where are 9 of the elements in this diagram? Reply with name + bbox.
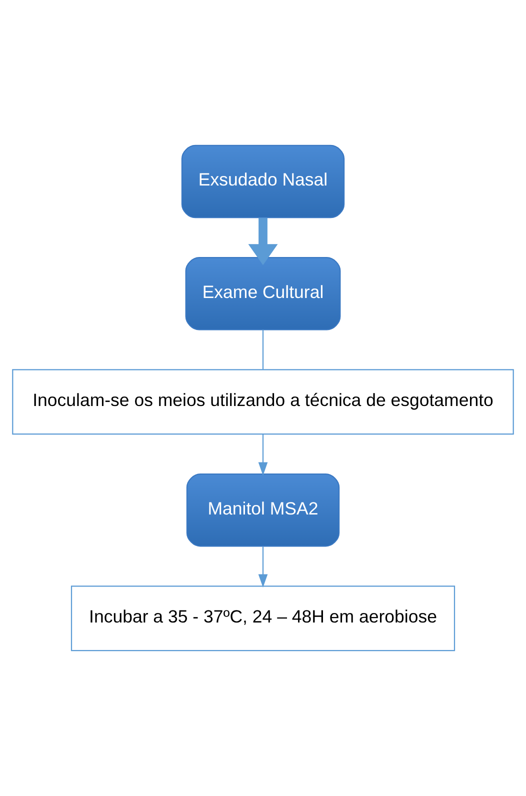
arrow [258,434,268,476]
node-box: Manitol MSA2 [186,474,340,547]
node-box: Incubar a 35 - 37ºC, 24 – 48H em aerobiose [70,586,456,652]
connector [262,330,264,370]
node-box: Exame Cultural [185,257,341,330]
node-box: Exsudado Nasal [181,144,345,218]
node-box: Inoculam-se os meios utilizando a técnica de esgotamento [12,369,514,435]
arrow [258,546,268,588]
arrow [248,218,278,266]
